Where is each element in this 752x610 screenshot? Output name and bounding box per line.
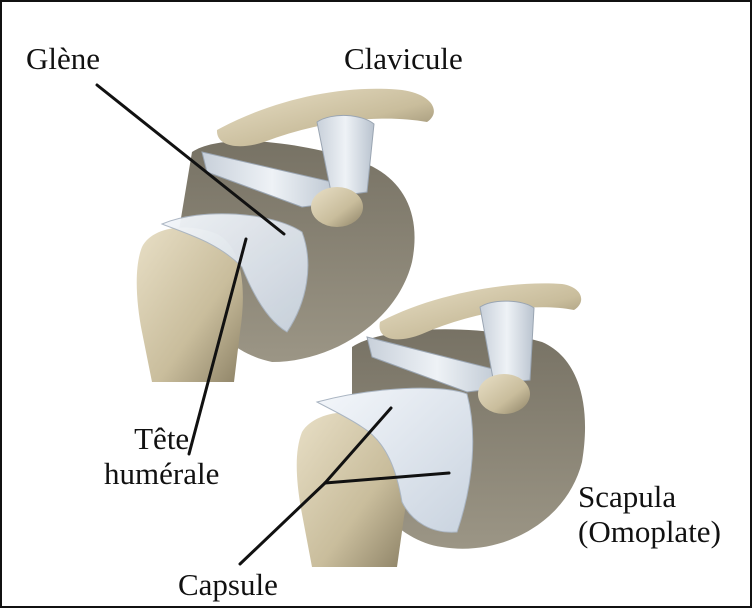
- label-clavicule: Clavicule: [344, 42, 463, 77]
- lower-acromion: [478, 374, 530, 414]
- label-scapula-line2: (Omoplate): [578, 515, 721, 550]
- label-capsule: Capsule: [178, 568, 278, 603]
- label-tete-line2: humérale: [104, 457, 219, 492]
- label-scapula: Scapula (Omoplate): [578, 480, 721, 549]
- label-glene: Glène: [26, 42, 100, 77]
- label-scapula-line1: Scapula: [578, 480, 721, 515]
- label-tete-line1: Tête: [104, 422, 219, 457]
- upper-acromion: [311, 187, 363, 227]
- label-tete-humerale: Tête humérale: [104, 422, 219, 491]
